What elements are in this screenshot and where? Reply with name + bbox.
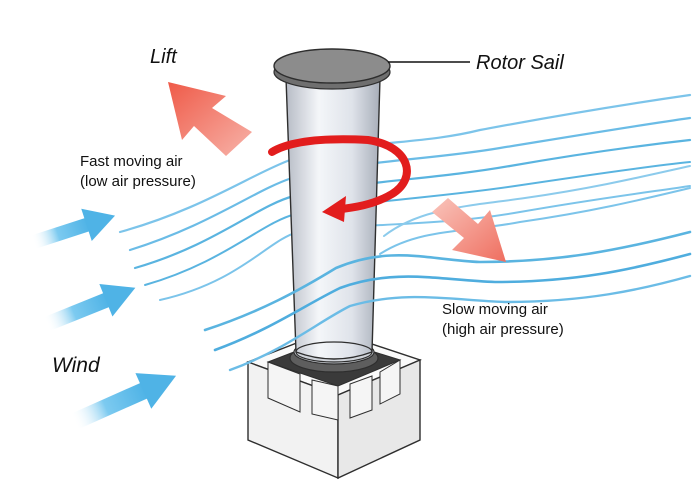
arrow-down-right-icon xyxy=(432,198,506,262)
curved-arrow-icon xyxy=(268,135,411,222)
rotor-sail-label: Rotor Sail xyxy=(476,52,564,74)
arrow-up-left-icon xyxy=(168,82,252,156)
rotor-cylinder xyxy=(285,77,381,363)
fast-air-label-line2: (low air pressure) xyxy=(80,173,196,191)
airflow-streamlines-back xyxy=(118,93,692,301)
airflow-streamlines-front xyxy=(203,165,692,372)
fast-air-label-line1: Fast moving air xyxy=(80,153,183,170)
slow-air-label: Slow moving air (high air pressure) xyxy=(442,300,564,341)
fast-air-label: Fast moving air (low air pressure) xyxy=(80,152,196,193)
arrow-right-icon xyxy=(70,373,177,430)
arrow-right-icon xyxy=(43,284,136,332)
wind-label: Wind xyxy=(52,354,100,377)
lift-label: Lift xyxy=(150,46,177,68)
rotor-cap xyxy=(273,48,391,90)
slow-air-label-line2: (high air pressure) xyxy=(442,321,564,339)
wind-arrows xyxy=(31,208,177,430)
slow-air-label-line1: Slow moving air xyxy=(442,301,548,318)
arrow-right-icon xyxy=(31,208,116,249)
